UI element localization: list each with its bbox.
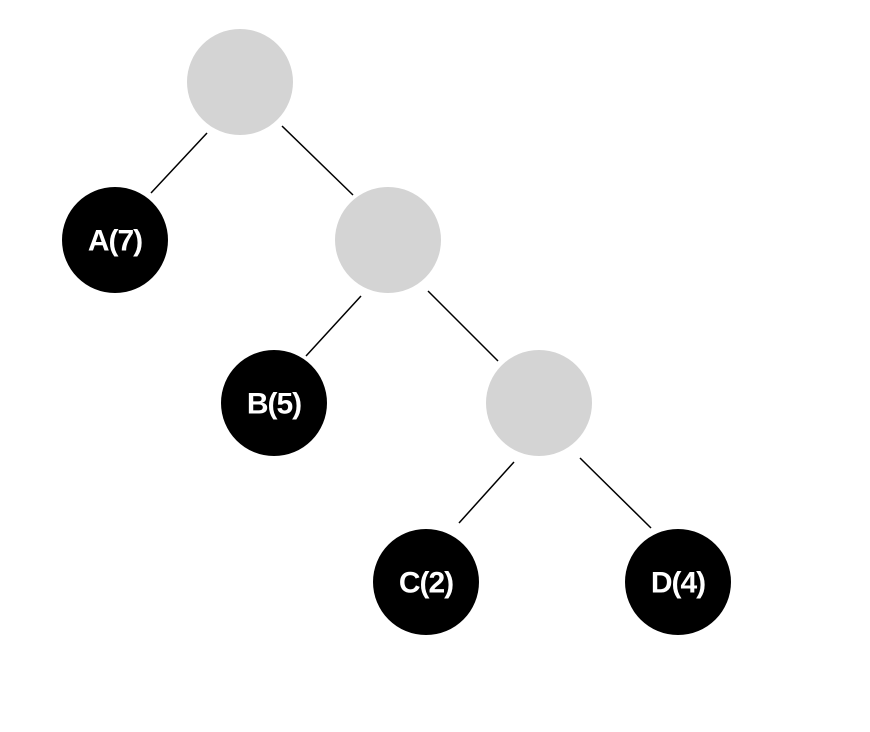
leaf-node-c: C(2) [373,529,479,635]
leaf-node-d-circle [625,529,731,635]
internal-node-2 [486,350,592,456]
leaf-node-a: A(7) [62,187,168,293]
leaf-node-c-label: C(2) [399,567,453,600]
edge-root-to-a [150,132,208,194]
leaf-node-d-label: D(4) [651,567,705,600]
edge-inner-1-to-b [305,295,362,357]
leaf-node-d: D(4) [625,529,731,635]
leaf-node-c-circle [373,529,479,635]
leaf-nodes: A(7) B(5) C(2) D(4) [62,187,731,635]
edges [150,125,652,529]
edge-root-to-inner-1 [281,125,354,196]
internal-nodes [187,29,592,456]
leaf-node-a-label: A(7) [88,225,142,258]
internal-node-1 [335,187,441,293]
leaf-node-b-circle [221,350,327,456]
edge-inner-2-to-c [458,461,515,524]
edge-inner-1-to-inner-2 [427,290,499,362]
root-node [187,29,293,135]
edge-inner-2-to-d [579,457,652,529]
leaf-node-b-label: B(5) [247,388,301,421]
leaf-node-b: B(5) [221,350,327,456]
leaf-node-a-circle [62,187,168,293]
